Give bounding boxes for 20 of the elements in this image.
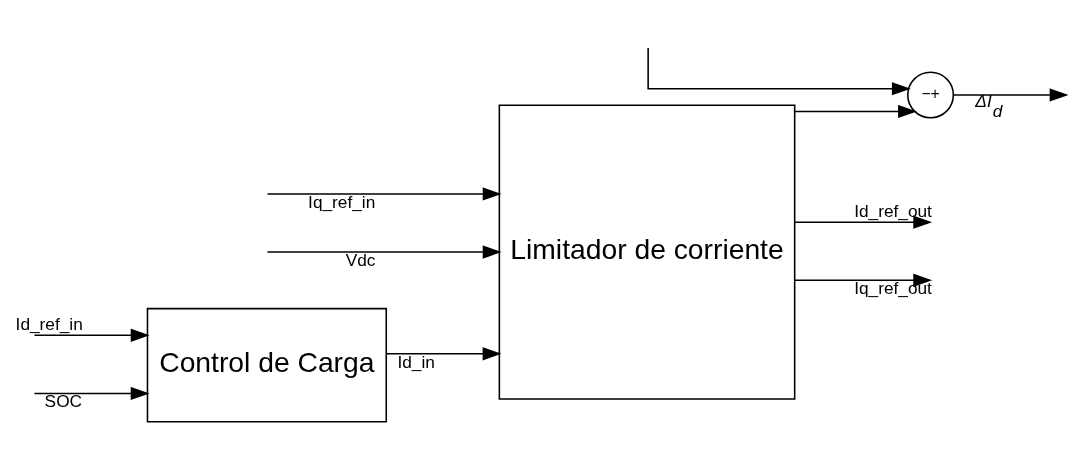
arrow xyxy=(385,347,502,361)
arrow xyxy=(647,47,911,96)
node-box: Control de Carga xyxy=(146,307,388,423)
edge-label: SOC xyxy=(44,391,83,412)
arrow xyxy=(266,187,502,201)
arrow xyxy=(33,328,150,342)
edge-label: Iq_ref_in xyxy=(308,191,376,212)
node-box: Limitador de corriente xyxy=(498,104,796,400)
arrow xyxy=(794,273,933,287)
arrow xyxy=(794,215,933,229)
edge-label: Iq_ref_out xyxy=(854,278,932,299)
arrow xyxy=(952,88,1069,102)
arrow xyxy=(266,245,502,259)
edge-label: Id_ref_in xyxy=(15,314,83,335)
arrow xyxy=(794,104,917,119)
arrow xyxy=(33,386,150,401)
edge-label: Id_in xyxy=(397,351,435,372)
node-circle: −+ xyxy=(907,71,955,119)
edge-label: Id_ref_out xyxy=(854,201,932,222)
edge-label: Vdc xyxy=(345,249,376,270)
